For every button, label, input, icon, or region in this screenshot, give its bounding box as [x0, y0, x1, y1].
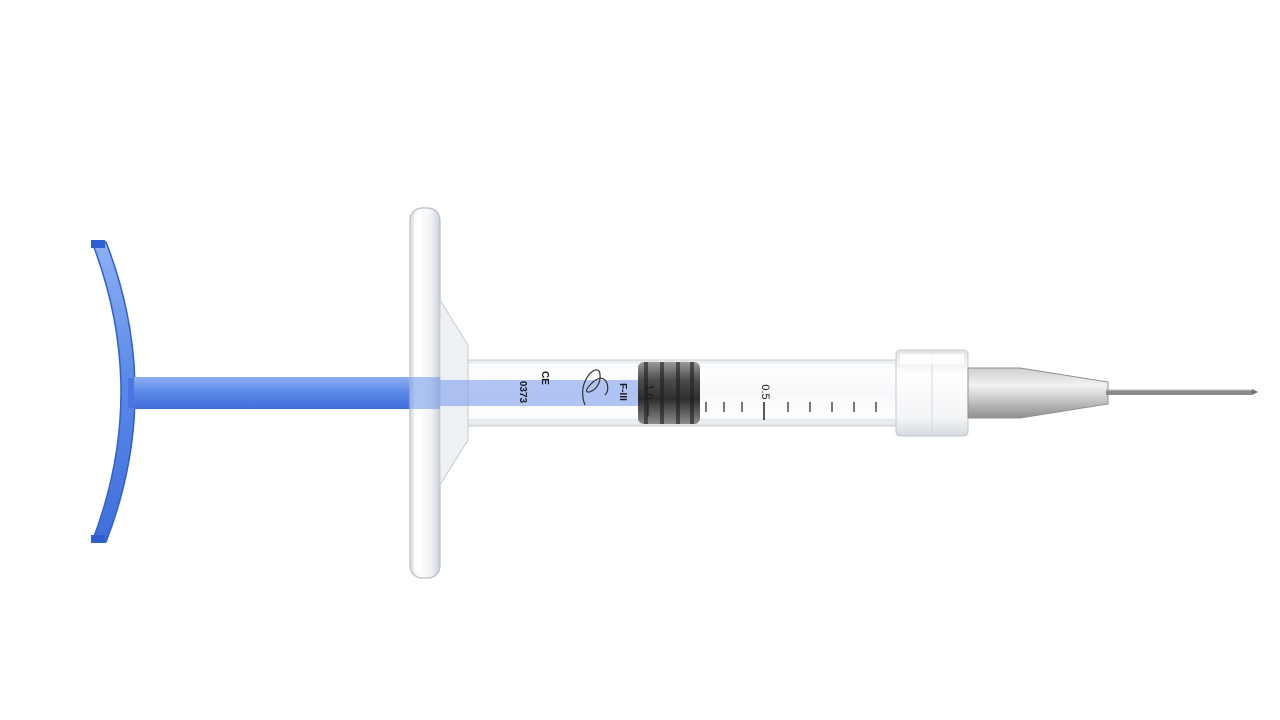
rubber-stopper: [638, 362, 700, 424]
finger-flange: [409, 207, 469, 579]
luer-lock-collar: [895, 349, 969, 437]
ce-mark: CE: [539, 371, 550, 385]
needle-hub: [967, 367, 1109, 419]
brand-script-logo: [582, 369, 609, 406]
scale-label-0-5: 0.5: [759, 384, 771, 399]
notified-body-number: 0373: [517, 381, 528, 404]
graduation-scale: 0.5 1.0: [643, 384, 877, 420]
scale-label-1-0: 1.0: [643, 384, 655, 399]
plunger-thumb-press: [90, 240, 138, 543]
needle: [1106, 389, 1258, 395]
brand-mark: F-III: [617, 383, 628, 401]
barrel-printing: 0373 CE F-III: [517, 369, 628, 406]
